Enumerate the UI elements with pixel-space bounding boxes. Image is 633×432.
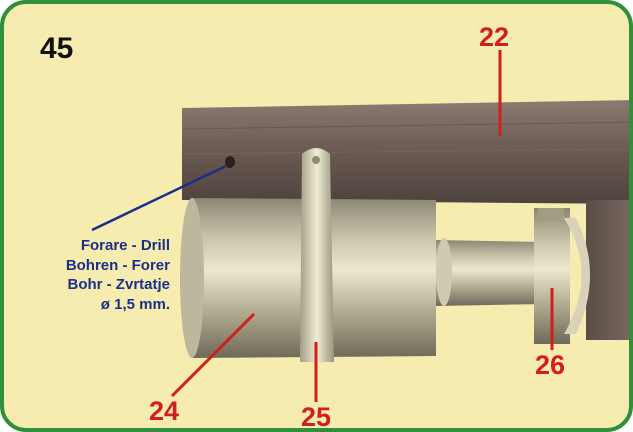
brass-ring	[300, 148, 334, 362]
callout-26: 26	[535, 350, 566, 380]
brass-pulley	[534, 208, 570, 344]
callout-22: 22	[479, 22, 510, 52]
step-number: 45	[40, 32, 74, 65]
drill-note-line-4: ø 1,5 mm.	[100, 295, 170, 313]
callout-24: 24	[149, 396, 180, 426]
drill-note-line-2: Bohren - Forer	[65, 256, 170, 274]
drill-note-line-1: Forare - Drill	[80, 237, 170, 254]
assembly-illustration	[91, 50, 629, 402]
leader-line-24	[170, 312, 256, 398]
leader-line-drill	[91, 164, 227, 232]
drill-instruction: Forare - Drill Bohren - Forer Bohr - Zvr…	[4, 236, 170, 314]
wooden-block	[586, 200, 629, 340]
drill-note-line-3: Bohr - Zvrtatje	[67, 276, 170, 293]
brass-shaft	[436, 240, 544, 306]
callout-25: 25	[301, 402, 332, 432]
drill-hole	[225, 156, 235, 168]
